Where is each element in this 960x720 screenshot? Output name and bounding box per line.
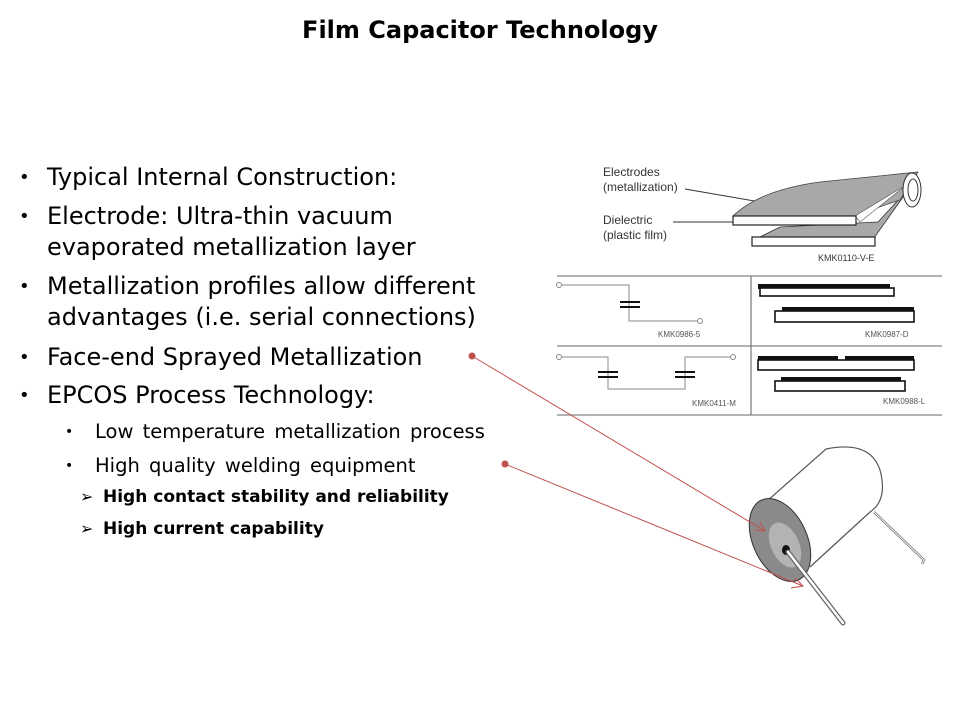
callout-line-welding bbox=[504, 463, 804, 587]
label-metallization: (metallization) bbox=[603, 180, 678, 194]
bullet-dot: • bbox=[19, 206, 30, 227]
serial-metallization-profile: KMK0988-L bbox=[757, 356, 926, 406]
arrow-point-text: High contact stability and reliability bbox=[103, 487, 449, 507]
film-layer bbox=[757, 359, 915, 371]
upper-dielectric-film bbox=[732, 215, 857, 226]
film-layer bbox=[774, 310, 915, 323]
electrode-layer bbox=[758, 356, 838, 361]
bullet-text: Typical Internal Construction: bbox=[47, 163, 398, 191]
bullet-dot: • bbox=[65, 458, 74, 474]
label-plastic-film: (plastic film) bbox=[603, 228, 667, 242]
single-metallization-profile: KMK0987-D bbox=[758, 284, 915, 339]
electrode-layer bbox=[781, 377, 901, 382]
film-roll-inner bbox=[907, 178, 919, 202]
sub-bullet-text: High quality welding equipment bbox=[95, 454, 416, 477]
capacitor-illustration bbox=[748, 446, 926, 626]
single-profile-code: KMK0987-D bbox=[865, 330, 909, 339]
callouts bbox=[468, 352, 805, 589]
arrow-bullet-icon: ➢ bbox=[80, 487, 94, 506]
arrow-point-text: High current capability bbox=[103, 519, 324, 539]
bullet-face-end: • Face-end Sprayed Metallization bbox=[19, 342, 423, 373]
profiles-grid: KMK0986-5 KMK0987-D KMK0411-M bbox=[556, 275, 942, 416]
bullet-text-line2: evaporated metallization layer bbox=[47, 233, 416, 261]
single-circuit-code: KMK0986-5 bbox=[658, 330, 701, 339]
film-layer bbox=[774, 380, 906, 392]
bullet-dot: • bbox=[19, 385, 30, 406]
sub-bullet-text: Low temperature metallization process bbox=[95, 420, 485, 443]
bullet-text-line1: Electrode: Ultra-thin vacuum bbox=[47, 202, 393, 230]
bullet-text-line1: Metallization profiles allow different bbox=[47, 272, 476, 300]
bullet-dot: • bbox=[65, 424, 74, 440]
sub-bullet-low-temp: • Low temperature metallization process bbox=[65, 419, 485, 445]
slide-title: Film Capacitor Technology bbox=[302, 16, 658, 44]
arrow-point-current: ➢ High current capability bbox=[80, 519, 324, 539]
callout-arrowhead bbox=[790, 577, 805, 589]
bullet-dot: • bbox=[19, 276, 30, 297]
electrode-layer bbox=[845, 356, 914, 361]
callout-line-face-end bbox=[471, 355, 766, 532]
bullet-metallization-profiles: • Metallization profiles allow different… bbox=[19, 271, 476, 333]
terminal-icon bbox=[556, 354, 562, 360]
terminal-icon bbox=[697, 318, 703, 324]
construction-figure-code: KMK0110-V-E bbox=[818, 253, 874, 263]
bullet-epcos-process: • EPCOS Process Technology: bbox=[19, 380, 375, 411]
bullet-text-line2: advantages (i.e. serial connections) bbox=[47, 303, 476, 331]
sub-bullet-welding: • High quality welding equipment bbox=[65, 453, 416, 479]
construction-figure: Electrodes (metallization) Dielectric (p… bbox=[603, 165, 922, 263]
lower-dielectric-film bbox=[751, 236, 876, 247]
bullet-dot: • bbox=[19, 347, 30, 368]
bullet-electrode: • Electrode: Ultra-thin vacuum evaporate… bbox=[19, 201, 416, 263]
capacitor-lead-axial-highlight bbox=[786, 550, 845, 625]
bullet-dot: • bbox=[19, 167, 30, 188]
electrode-layer bbox=[758, 284, 890, 289]
bullet-construction: • Typical Internal Construction: bbox=[19, 162, 398, 193]
electrode-layer bbox=[782, 307, 914, 312]
serial-circuit-code: KMK0411-M bbox=[692, 399, 736, 408]
single-capacitor-circuit: KMK0986-5 bbox=[556, 282, 703, 339]
serial-profile-code: KMK0988-L bbox=[883, 397, 926, 406]
bullet-text: EPCOS Process Technology: bbox=[47, 381, 375, 409]
label-dielectric: Dielectric bbox=[603, 213, 652, 227]
arrow-bullet-icon: ➢ bbox=[80, 519, 94, 538]
bullet-text: Face-end Sprayed Metallization bbox=[47, 343, 423, 371]
terminal-icon bbox=[730, 354, 736, 360]
film-layer bbox=[759, 287, 895, 297]
serial-capacitor-circuit: KMK0411-M bbox=[556, 354, 736, 408]
label-electrodes: Electrodes bbox=[603, 165, 660, 179]
capacitor-lead-right-highlight bbox=[873, 511, 925, 565]
callout-arrowhead bbox=[753, 521, 766, 532]
circuit-wire bbox=[562, 356, 731, 390]
terminal-icon bbox=[556, 282, 562, 288]
arrow-point-contact-stability: ➢ High contact stability and reliability bbox=[80, 487, 449, 507]
